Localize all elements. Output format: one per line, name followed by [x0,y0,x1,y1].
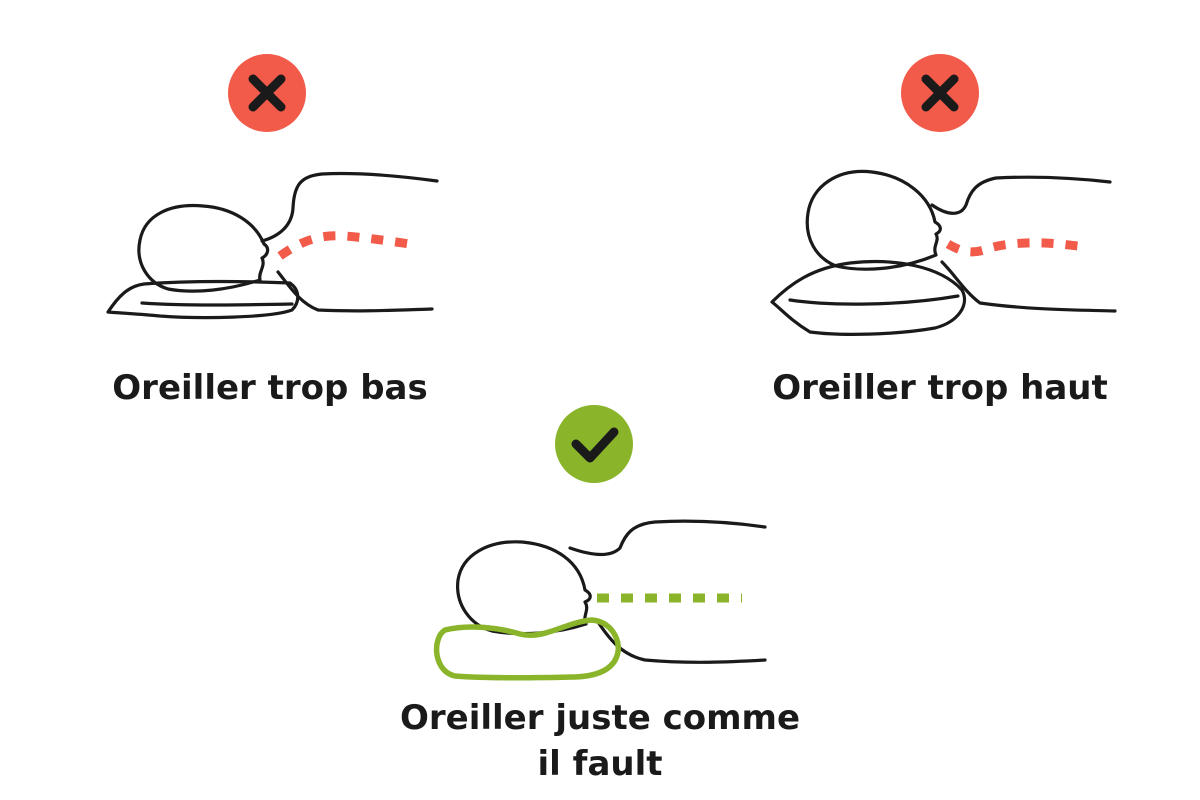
sleeper-figure [456,519,767,664]
panel-pillow-too-high [770,54,1117,336]
spine-line-misaligned [945,238,1087,257]
head-outline [456,540,592,636]
sleeper-figure [137,171,439,313]
caption-pillow-too-low: Oreiller trop bas [70,365,470,411]
wrong-badge [228,54,306,132]
pillow-thick [770,259,966,336]
head-outline [137,203,270,293]
body-outline [930,175,1112,215]
caption-line: Oreiller trop bas [112,368,428,408]
cross-icon [248,74,286,112]
body-outline [260,171,439,243]
panel-pillow-too-low [106,54,439,320]
caption-line: Oreiller trop haut [772,368,1108,408]
wrong-badge [901,54,979,132]
panel-pillow-just-right [433,405,767,681]
caption-line: Oreiller juste comme [399,698,801,738]
pillow-flat [106,280,300,320]
pillow-contour [433,617,622,681]
body-outline [568,519,767,556]
caption-line: il fault [537,744,663,784]
body-lower-outline [940,260,1117,313]
check-icon [571,427,619,463]
cross-icon [921,74,959,112]
spine-line-misaligned [277,231,419,260]
caption-pillow-too-high: Oreiller trop haut [740,365,1140,411]
head-outline [805,169,942,271]
body-lower-outline [596,620,767,664]
caption-pillow-just-right: Oreiller juste comme il fault [350,695,850,787]
body-lower-outline [276,270,434,313]
right-badge [555,405,633,483]
